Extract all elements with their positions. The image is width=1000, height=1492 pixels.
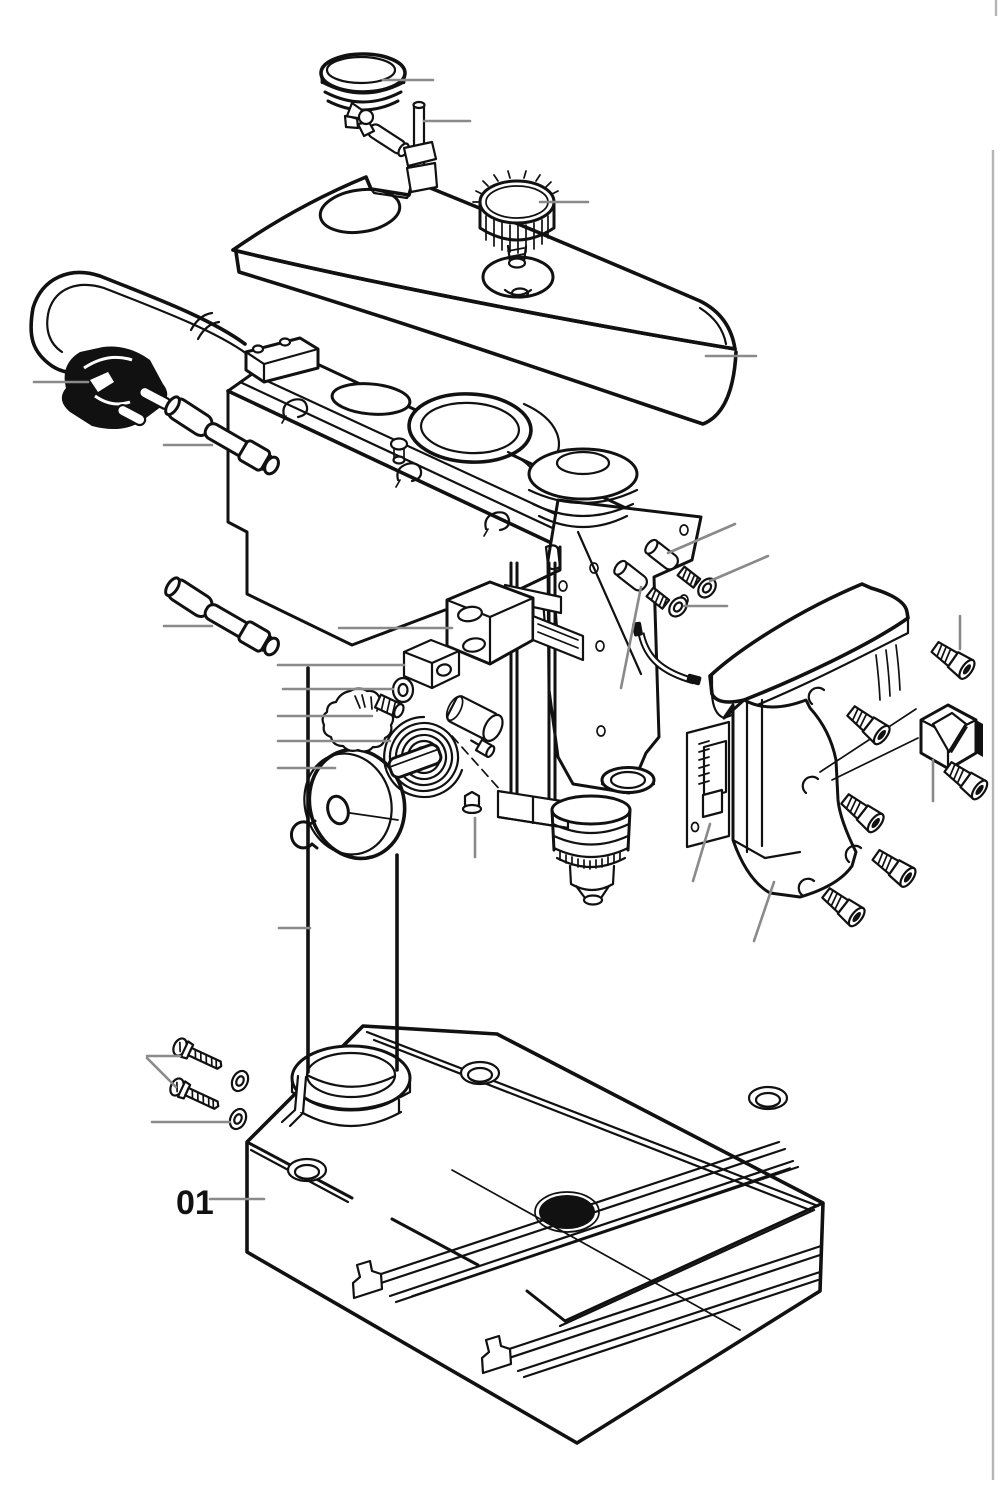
- base: [245, 1024, 825, 1445]
- knurled-pinion-knob: [321, 687, 405, 753]
- panel-fasteners: [610, 536, 721, 686]
- terminal-plate: [685, 720, 731, 849]
- hub-boss: [445, 695, 504, 742]
- bolt-hole: [459, 1060, 501, 1086]
- leader-motor-cover: [752, 880, 776, 943]
- clamp-handle-lower: [160, 573, 284, 661]
- bolt-hole: [747, 1085, 789, 1111]
- clock-spring: [383, 715, 464, 799]
- plate-button: [701, 788, 724, 819]
- motor-pulley: [407, 392, 533, 464]
- leader-washer-upper: [708, 554, 770, 583]
- rocker-switch: [919, 703, 983, 771]
- motor-side: [685, 582, 992, 930]
- leader-base-screw-2: [145, 1056, 178, 1089]
- quill-lock-bolt: [470, 738, 496, 759]
- chain-pin-rod: [343, 100, 439, 194]
- power-cord-plug: [29, 270, 249, 430]
- deck-opening: [330, 382, 412, 416]
- t-slot-lower: [480, 1244, 823, 1379]
- blanking-cap: [319, 52, 407, 112]
- page-edge-rule: [991, 0, 998, 1480]
- bolt-hole: [286, 1157, 328, 1183]
- belt-cover: [231, 175, 738, 426]
- lock-knob: [472, 170, 562, 269]
- center-hole: [539, 1195, 595, 1229]
- clamp-block-set: [391, 638, 461, 704]
- switch-screw: [940, 757, 992, 803]
- leader-lines: [32, 78, 962, 1201]
- leader-pin-lower: [619, 585, 643, 690]
- circlip: [290, 819, 319, 850]
- base-mount-screws: [166, 1035, 253, 1133]
- leader-pin-upper: [666, 522, 737, 555]
- surface-cross-marks: [411, 1167, 791, 1331]
- return-mechanism: [290, 687, 464, 861]
- callout-01-label: 01: [176, 1184, 214, 1222]
- head-housing: [226, 336, 703, 795]
- drill-chuck: [550, 766, 656, 906]
- motor-cover: [708, 582, 979, 930]
- mains-plug: [61, 346, 168, 430]
- leader-plate-button: [691, 822, 712, 883]
- column: [280, 666, 399, 1128]
- depth-stop-assembly: [445, 561, 585, 830]
